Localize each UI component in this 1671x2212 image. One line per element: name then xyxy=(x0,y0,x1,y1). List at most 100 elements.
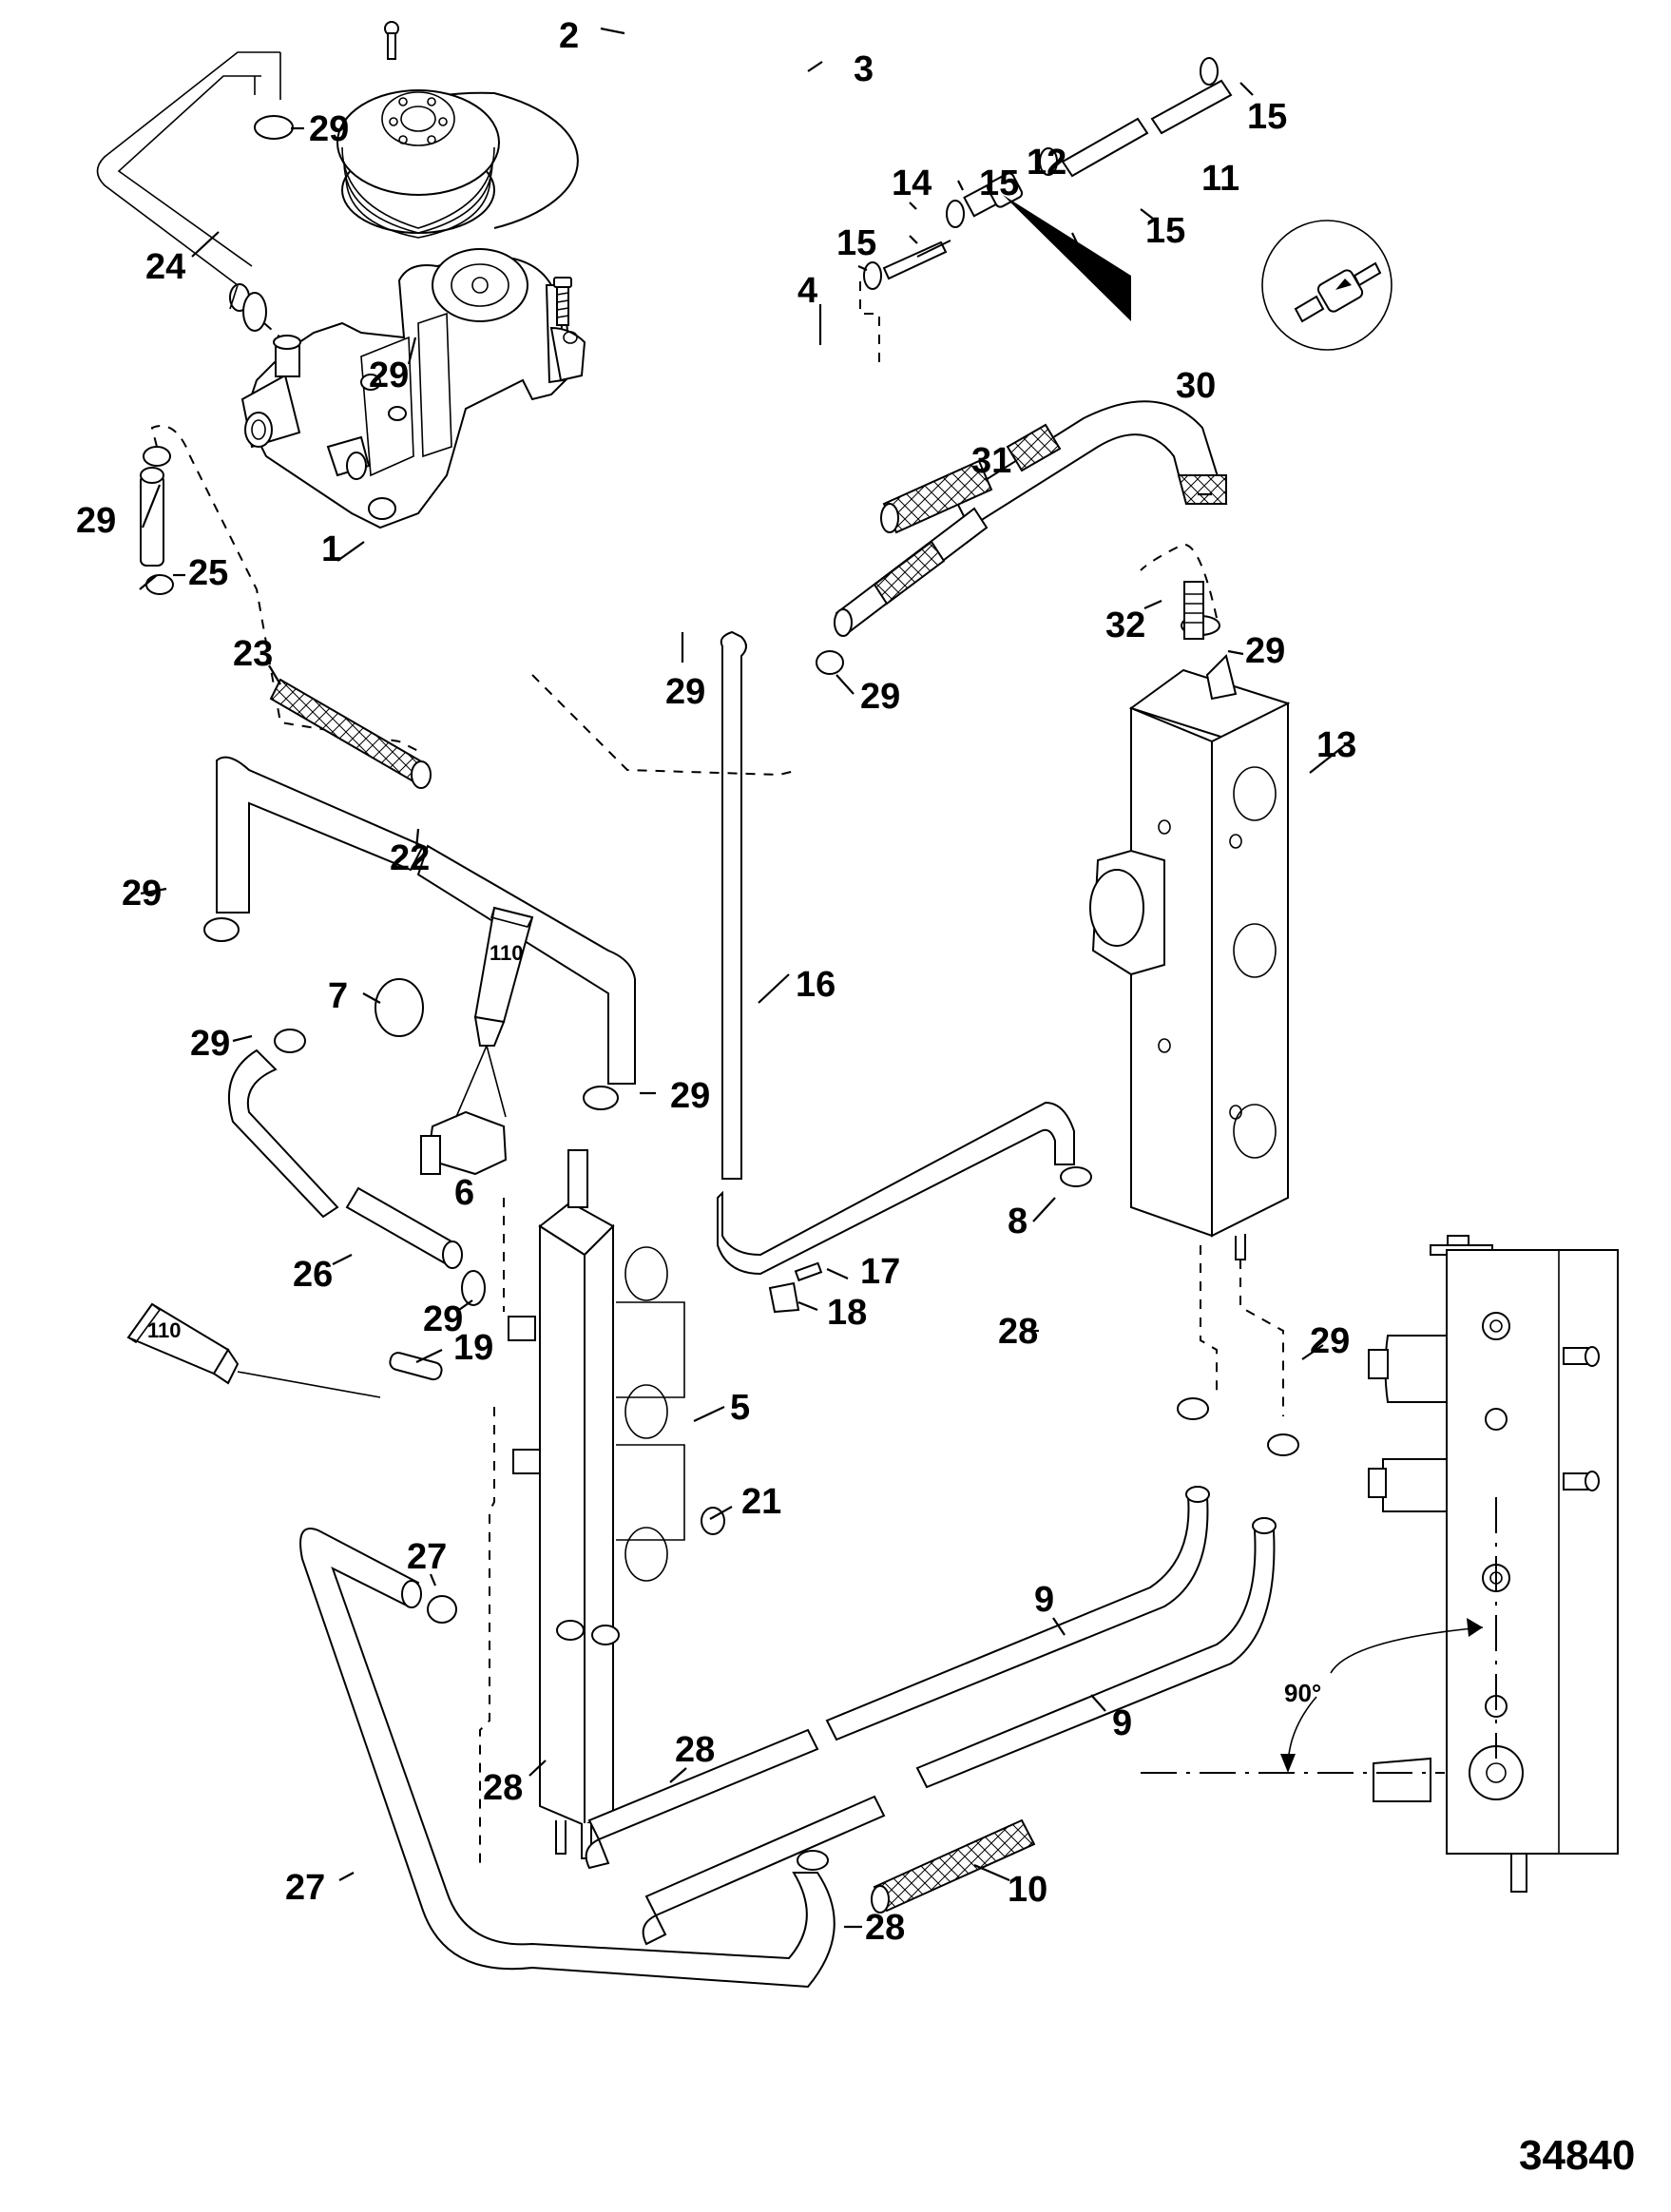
fitting-19 xyxy=(389,1352,443,1381)
sensor-6 xyxy=(420,1110,508,1176)
clamp-icon xyxy=(797,1850,829,1871)
callout: 4 xyxy=(797,271,817,311)
rotation-arc-icon xyxy=(1280,1618,1484,1773)
leader-lines xyxy=(139,27,1351,1929)
hose-24 xyxy=(96,51,281,312)
callout: 9 xyxy=(1112,1703,1132,1743)
fuel-rail-side-view xyxy=(1368,1235,1619,1893)
callout: 11 xyxy=(1201,159,1239,199)
callout: 15 xyxy=(1247,97,1287,137)
clamp-icon xyxy=(427,1595,457,1624)
callout: 29 xyxy=(423,1299,463,1339)
callout: 13 xyxy=(1316,725,1356,765)
clamp-icon xyxy=(143,446,171,467)
hose-14 xyxy=(882,240,951,280)
clamp-icon xyxy=(946,200,965,228)
hose-25 xyxy=(140,467,164,567)
callout: 29 xyxy=(76,501,116,541)
callout: 28 xyxy=(998,1312,1038,1352)
callout: 14 xyxy=(892,163,932,203)
callout: 32 xyxy=(1105,606,1145,645)
assembly-line xyxy=(1239,1260,1284,1416)
callout: 29 xyxy=(670,1076,710,1116)
angle-annotation: 90° xyxy=(1284,1679,1321,1707)
hose-end xyxy=(1185,1486,1210,1503)
fuel-rail-5 xyxy=(508,1149,685,1859)
callout: 9 xyxy=(1034,1580,1054,1620)
clamp-icon xyxy=(242,292,267,332)
hose-23 xyxy=(227,1048,463,1269)
callout: 15 xyxy=(836,223,876,263)
clip-18 xyxy=(768,1281,800,1314)
callout: 21 xyxy=(741,1482,781,1522)
sealant-tube-left: 110 xyxy=(126,1302,381,1398)
clamp-icon xyxy=(145,574,174,595)
screw-17 xyxy=(794,1261,823,1282)
callout: 5 xyxy=(730,1388,750,1428)
callout: 29 xyxy=(309,109,349,149)
callout: 16 xyxy=(796,965,836,1005)
callout: 2 xyxy=(559,16,579,56)
clamp-icon xyxy=(583,1086,619,1110)
callout: 17 xyxy=(860,1252,900,1292)
callout: 30 xyxy=(1176,366,1216,406)
sleeve-10 xyxy=(871,1818,1036,1914)
callout-labels: 2 3 29 24 29 4 1 29 25 23 29 29 29 22 30… xyxy=(76,16,1356,1948)
clamp-icon xyxy=(1177,1397,1209,1420)
assembly-line xyxy=(479,1407,495,1863)
callout: 12 xyxy=(1027,143,1066,183)
callout: 1 xyxy=(321,529,341,569)
hose-12 xyxy=(1061,79,1233,178)
hose-end xyxy=(1252,1517,1277,1534)
callout: 10 xyxy=(1008,1870,1047,1910)
assembly-line xyxy=(531,674,799,777)
callout: 18 xyxy=(827,1293,867,1333)
clamp-icon xyxy=(1267,1433,1299,1456)
callout: 29 xyxy=(369,356,409,395)
callout: 25 xyxy=(188,553,228,593)
fuel-rail-11 xyxy=(1089,654,1291,1260)
nut-20 xyxy=(701,1507,725,1535)
callout: 23 xyxy=(233,634,273,674)
callout: 24 xyxy=(145,247,185,287)
callout: 15 xyxy=(1145,211,1185,251)
grommet-7 xyxy=(375,978,424,1037)
clamp-icon xyxy=(863,261,882,290)
hose-9-upper xyxy=(585,1496,1209,1870)
hose-9-lower xyxy=(642,1529,1276,1946)
fuel-pump-1 xyxy=(240,248,586,529)
callout: 3 xyxy=(854,49,874,89)
hose-30 xyxy=(953,400,1228,529)
callout: 29 xyxy=(190,1024,230,1064)
assembly-line xyxy=(1140,544,1218,619)
callout: 26 xyxy=(293,1255,333,1295)
callout: 7 xyxy=(328,976,348,1016)
callout: 29 xyxy=(1310,1321,1350,1361)
figure-number: 34840 xyxy=(1519,2132,1635,2179)
clamp-icon xyxy=(1200,57,1219,86)
sleeve-31 xyxy=(880,459,993,534)
assembly-line xyxy=(150,425,419,752)
clamp-icon xyxy=(1060,1166,1092,1187)
sealant-label: 110 xyxy=(147,1318,182,1342)
callout: 27 xyxy=(285,1868,325,1908)
sealant-tube-upper: 110 xyxy=(455,906,534,1118)
callout: 27 xyxy=(407,1537,447,1577)
callout: 29 xyxy=(122,874,162,914)
callout: 15 xyxy=(979,163,1019,203)
callout: 29 xyxy=(1245,631,1285,671)
clamp-icon xyxy=(1039,147,1058,176)
callout: 19 xyxy=(453,1328,493,1368)
clamp-icon xyxy=(254,115,294,140)
clamp-icon xyxy=(556,1620,585,1641)
callout: 6 xyxy=(454,1173,474,1213)
callout: 22 xyxy=(390,838,430,878)
sealant-label: 110 xyxy=(490,941,524,965)
callout: 8 xyxy=(1008,1202,1028,1241)
clamp-icon xyxy=(203,917,240,942)
callout: 28 xyxy=(483,1768,523,1808)
assembly-line xyxy=(859,281,880,371)
bolt-4 xyxy=(553,277,572,326)
sleeve-22 xyxy=(269,678,432,789)
